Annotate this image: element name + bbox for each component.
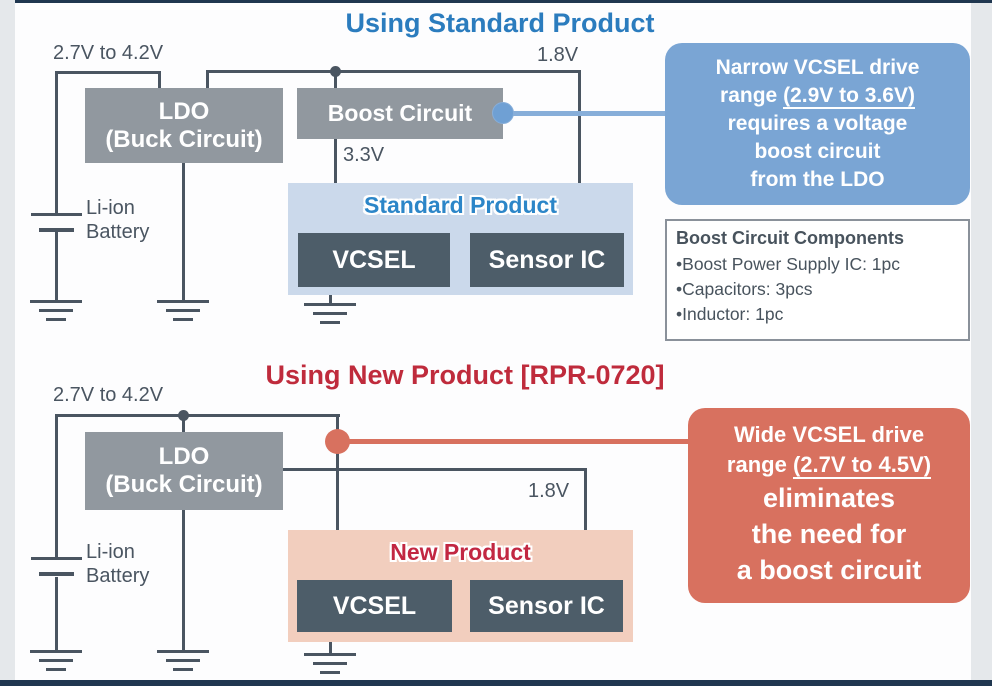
wire-segment bbox=[329, 287, 332, 305]
vcsel-block: VCSEL bbox=[297, 580, 452, 632]
wire-segment bbox=[55, 414, 340, 417]
standard-input-voltage-label: 2.7V to 4.2V bbox=[53, 42, 164, 64]
battery-label: Li-ion Battery bbox=[86, 540, 149, 588]
slide-top-border bbox=[15, 0, 992, 3]
battery-label-line2: Battery bbox=[86, 565, 150, 587]
new-input-voltage-label: 2.7V to 4.2V bbox=[53, 384, 164, 406]
callout-range-value: (2.9V to 3.6V) bbox=[783, 84, 915, 109]
wire-segment bbox=[55, 71, 58, 214]
callout-text-line: the need for bbox=[751, 519, 907, 549]
callout-text-line: eliminates bbox=[762, 483, 896, 513]
callout-text-line: from the LDO bbox=[750, 168, 885, 191]
wire-segment bbox=[329, 632, 332, 655]
wire-segment bbox=[578, 70, 581, 237]
new-product-panel-label: New Product bbox=[390, 539, 531, 565]
wire-segment bbox=[158, 71, 161, 90]
wire-segment bbox=[283, 468, 587, 471]
sensor-ic-label: Sensor IC bbox=[488, 591, 605, 620]
boost-components-item: •Boost Power Supply IC: 1pc bbox=[676, 252, 959, 277]
ground-symbol bbox=[30, 650, 82, 672]
boost-components-item: •Capacitors: 3pcs bbox=[676, 277, 959, 302]
boost-components-item-text: Inductor: 1pc bbox=[682, 304, 784, 324]
standard-boost-output-voltage-label: 3.3V bbox=[343, 144, 385, 166]
callout-text-line: range (2.7V to 4.5V) bbox=[688, 450, 970, 480]
callout-range-prefix: range bbox=[726, 452, 793, 477]
wire-segment bbox=[334, 73, 337, 90]
callout-range-prefix: range bbox=[720, 84, 784, 107]
vcsel-label: VCSEL bbox=[332, 245, 416, 274]
battery-positive-plate bbox=[31, 213, 82, 216]
battery-positive-plate bbox=[31, 557, 82, 560]
callout-text-line: boost circuit bbox=[754, 140, 881, 163]
callout-text-line: range (2.9V to 3.6V) bbox=[665, 82, 970, 110]
callout-connector-line bbox=[500, 111, 668, 116]
ldo-label-line1: LDO bbox=[158, 97, 210, 125]
sensor-ic-block: Sensor IC bbox=[470, 233, 624, 287]
bullet-icon: • bbox=[676, 254, 683, 274]
wire-segment bbox=[55, 414, 58, 558]
callout-text-line: Wide VCSEL drive bbox=[733, 422, 925, 447]
sensor-ic-block: Sensor IC bbox=[470, 580, 623, 632]
ldo-label-line2: (Buck Circuit) bbox=[105, 125, 263, 153]
new-section-title: Using New Product [RPR-0720] bbox=[265, 360, 665, 390]
battery-label-line1: Li-ion bbox=[86, 197, 135, 219]
wire-segment bbox=[55, 231, 58, 302]
standard-ldo-output-voltage-label: 1.8V bbox=[537, 44, 579, 66]
wire-segment bbox=[55, 71, 161, 74]
bullet-icon: • bbox=[676, 304, 683, 324]
ldo-label-line1: LDO bbox=[158, 443, 210, 471]
junction-dot bbox=[178, 410, 189, 421]
battery-direct-node bbox=[325, 429, 350, 454]
wire-segment bbox=[182, 417, 185, 432]
callout-text-line: a boost circuit bbox=[736, 555, 922, 585]
ground-symbol bbox=[30, 300, 82, 322]
ldo-block: LDO (Buck Circuit) bbox=[85, 88, 283, 163]
standard-product-panel-label: Standard Product bbox=[364, 192, 557, 218]
wire-segment bbox=[206, 70, 581, 73]
wire-segment bbox=[182, 510, 185, 652]
battery-negative-plate bbox=[39, 572, 74, 576]
wire-segment bbox=[584, 468, 587, 580]
battery-negative-plate bbox=[39, 228, 74, 232]
callout-text-line: Narrow VCSEL drive bbox=[715, 56, 920, 79]
bullet-icon: • bbox=[676, 279, 683, 299]
ground-symbol bbox=[304, 653, 356, 675]
standard-callout: Narrow VCSEL drive range (2.9V to 3.6V) … bbox=[665, 43, 970, 205]
wire-segment bbox=[182, 163, 185, 302]
callout-range-value: (2.7V to 4.5V) bbox=[792, 452, 932, 479]
ground-symbol bbox=[304, 303, 356, 325]
ldo-label-line2: (Buck Circuit) bbox=[105, 471, 263, 498]
boost-components-item: •Inductor: 1pc bbox=[676, 302, 959, 327]
vcsel-block: VCSEL bbox=[298, 233, 450, 287]
callout-connector-line bbox=[340, 439, 690, 444]
wire-segment bbox=[206, 70, 209, 90]
ldo-block: LDO (Buck Circuit) bbox=[85, 432, 283, 510]
boost-components-item-text: Capacitors: 3pcs bbox=[682, 279, 813, 299]
new-callout: Wide VCSEL drive range (2.7V to 4.5V) el… bbox=[688, 408, 970, 603]
battery-label: Li-ion Battery bbox=[86, 196, 149, 244]
ground-symbol bbox=[157, 650, 209, 672]
slide-bottom-border bbox=[0, 680, 992, 686]
new-ldo-output-voltage-label: 1.8V bbox=[528, 480, 570, 502]
wire-segment bbox=[336, 414, 339, 580]
standard-section-title: Using Standard Product bbox=[345, 8, 655, 38]
boost-circuit-label: Boost Circuit bbox=[327, 100, 473, 127]
wire-segment bbox=[55, 577, 58, 652]
callout-text-line: requires a voltage bbox=[727, 112, 908, 135]
boost-components-item-text: Boost Power Supply IC: 1pc bbox=[682, 254, 901, 274]
battery-label-line1: Li-ion bbox=[86, 541, 135, 563]
boost-output-node bbox=[492, 102, 514, 124]
ground-symbol bbox=[157, 300, 209, 322]
boost-components-title: Boost Circuit Components bbox=[676, 228, 904, 248]
vcsel-label: VCSEL bbox=[332, 591, 417, 620]
boost-circuit-block: Boost Circuit bbox=[297, 88, 503, 139]
battery-label-line2: Battery bbox=[86, 221, 150, 243]
boost-components-box: Boost Circuit Components •Boost Power Su… bbox=[665, 219, 970, 341]
sensor-ic-label: Sensor IC bbox=[488, 245, 606, 274]
junction-dot bbox=[330, 66, 341, 77]
